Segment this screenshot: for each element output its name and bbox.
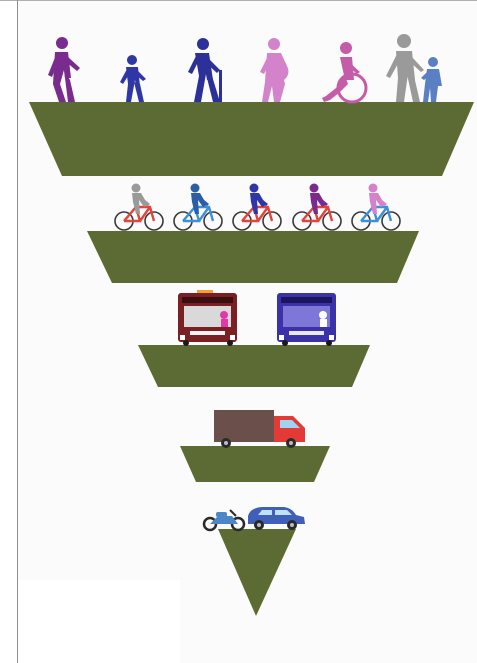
cyclist-icon <box>174 184 222 231</box>
delivery-truck-icon <box>214 410 305 448</box>
motorcycle-icon <box>204 510 244 530</box>
pregnant-woman-icon <box>260 38 288 102</box>
adult-with-child-icon <box>386 34 442 102</box>
walking-child-icon <box>120 55 146 102</box>
tier-cyclists <box>87 231 419 283</box>
cyclist-icon <box>115 184 163 231</box>
tier-freight <box>180 446 330 482</box>
cyclist-icon <box>233 184 281 231</box>
elderly-with-cane-icon <box>188 38 222 102</box>
walking-man-icon <box>48 37 80 102</box>
cyclist-icon <box>293 184 341 231</box>
blue-bus-icon <box>277 293 336 346</box>
wheelchair-user-icon <box>322 42 366 102</box>
tier-public-transit <box>138 345 370 387</box>
tier-private-vehicles <box>218 529 296 616</box>
tier-pedestrians <box>29 102 474 176</box>
cyclist-icon <box>352 184 400 231</box>
red-bus-icon <box>178 290 237 346</box>
car-icon <box>248 507 305 530</box>
